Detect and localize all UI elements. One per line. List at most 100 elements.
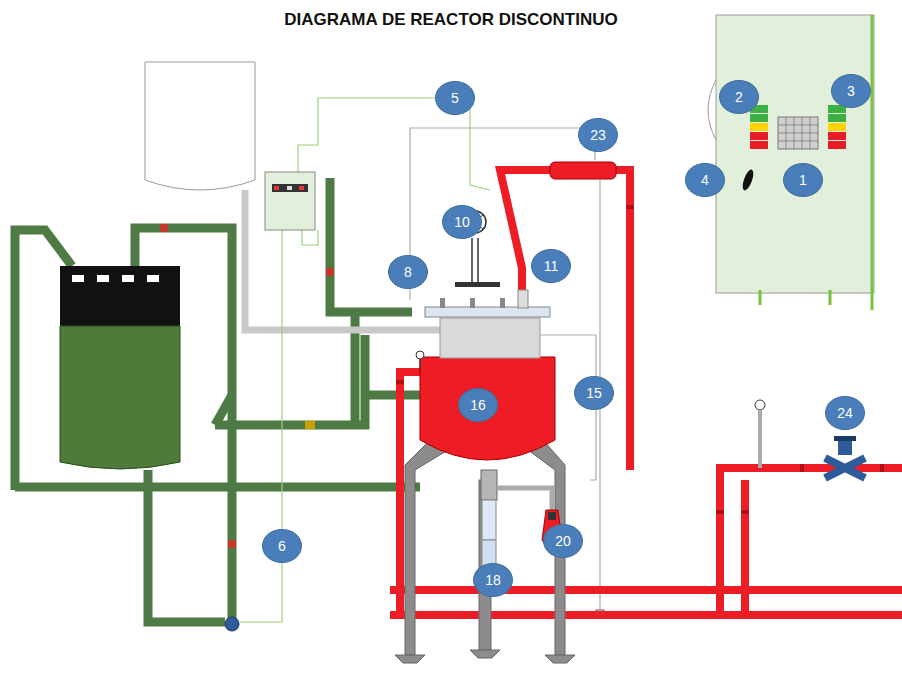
callout-label: 6 [278,539,286,553]
reactor-vessel [518,290,528,308]
callout-number: 11 [531,249,571,283]
steam-valve [825,458,865,478]
control-box [265,172,315,230]
control-panel [708,80,716,140]
control-panel [716,15,874,293]
reactor-vessel [420,359,421,370]
condenser [550,162,616,179]
reactor-legs [395,655,425,663]
outlet-pipe [481,470,497,500]
callout-number: 5 [435,81,475,115]
condenser [550,162,616,179]
red-pipes [720,468,902,615]
callout-label: 8 [404,265,412,279]
pipe-valves [326,268,334,276]
green-pipes [365,391,420,400]
control-panel [760,290,830,305]
reactor-vessel [470,298,475,308]
callout-number: 1 [783,163,823,197]
diagram-title: DIAGRAMA DE REACTOR DISCONTINUO [0,10,902,30]
steam-valve [755,400,865,478]
red-pipe-joints [880,464,884,472]
signal-lines [410,128,595,300]
signal-lines [240,230,282,622]
feed-tank [72,275,84,282]
control-panel [708,15,874,310]
reactor-legs [405,440,448,655]
reactor-vessel [416,351,424,359]
pump [225,617,239,631]
callout-number: 2 [719,80,759,114]
pump [225,617,239,631]
control-panel [828,132,846,140]
callout-label: 23 [590,128,606,142]
white-tank [145,62,255,190]
callout-number: 23 [578,118,618,152]
reactor-vessel [420,357,555,460]
feed-tank [60,326,180,469]
callout-number: 3 [831,74,871,108]
control-panel [778,117,818,149]
callout-label: 5 [451,91,459,105]
reactor-vessel [500,298,505,308]
callout-label: 24 [837,406,853,420]
callout-label: 10 [454,215,470,229]
steam-valve [834,436,856,441]
control-panel [828,123,846,131]
red-pipe-joints [800,464,804,472]
signal-lines [302,230,318,245]
red-pipes [615,170,630,470]
callout-label: 3 [847,84,855,98]
reactor-vessel [472,238,478,282]
red-pipes [390,586,902,594]
control-panel [778,125,818,126]
reactor-legs [470,650,500,658]
control-panel [750,141,768,149]
callout-label: 2 [735,90,743,104]
control-panel [828,141,846,149]
control-box [265,172,315,230]
control-panel [750,123,768,131]
callout-number: 15 [574,376,614,410]
red-pipes [741,480,749,615]
feed-tank [122,275,134,282]
feed-tank [60,266,180,326]
feed-tank [60,266,180,469]
control-panel [778,141,818,142]
green-pipes [330,178,412,312]
control-panel [750,114,768,122]
reactor-legs [545,655,575,663]
feed-tank [147,275,159,282]
reactor-vessel [440,318,540,358]
control-box [287,186,292,190]
reactor-vessel [425,307,550,317]
outlet-pipe [482,500,496,540]
reactor-vessel [440,298,445,308]
red-pipe-joints [741,510,749,514]
callout-label: 15 [586,386,602,400]
control-box [272,184,308,192]
control-panel [740,168,755,191]
green-pipes [148,470,225,622]
outlet-pipe [497,488,552,510]
steam-valve [838,440,852,455]
callout-number: 16 [458,388,498,422]
steam-valve [755,400,765,410]
pipe-valves [228,540,236,548]
red-pipe-joints [626,205,634,209]
callout-number: 6 [262,529,302,563]
red-pipe-joints [716,510,724,514]
green-pipes [15,483,420,492]
callout-label: 16 [470,398,486,412]
feed-tank [97,275,109,282]
control-box [299,186,304,190]
callout-label: 4 [701,173,709,187]
callout-label: 11 [544,259,559,273]
pipe-valves [160,224,168,232]
callout-number: 10 [442,205,482,239]
control-panel [778,117,818,149]
callout-label: 1 [799,173,807,187]
green-pipes [15,178,420,622]
callout-number: 4 [685,163,725,197]
